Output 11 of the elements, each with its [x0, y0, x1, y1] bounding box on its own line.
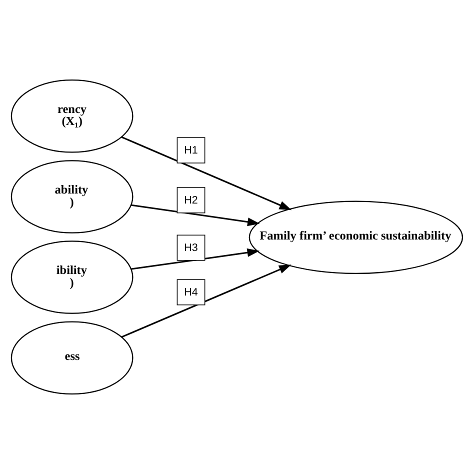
- node-ellipse: ess: [10, 321, 134, 394]
- node-ellipse: ability ): [10, 160, 134, 234]
- edge-label: H2: [184, 194, 198, 206]
- arrow: [121, 264, 292, 338]
- arrow: [131, 248, 260, 270]
- node-ellipse: ibility ): [10, 240, 134, 314]
- node-ellipse: rency (X₁): [10, 80, 134, 153]
- edge-label: H1: [184, 144, 198, 157]
- edge-label: H3: [184, 242, 198, 254]
- arrow: [131, 204, 260, 226]
- edge-label: H4: [184, 286, 198, 298]
